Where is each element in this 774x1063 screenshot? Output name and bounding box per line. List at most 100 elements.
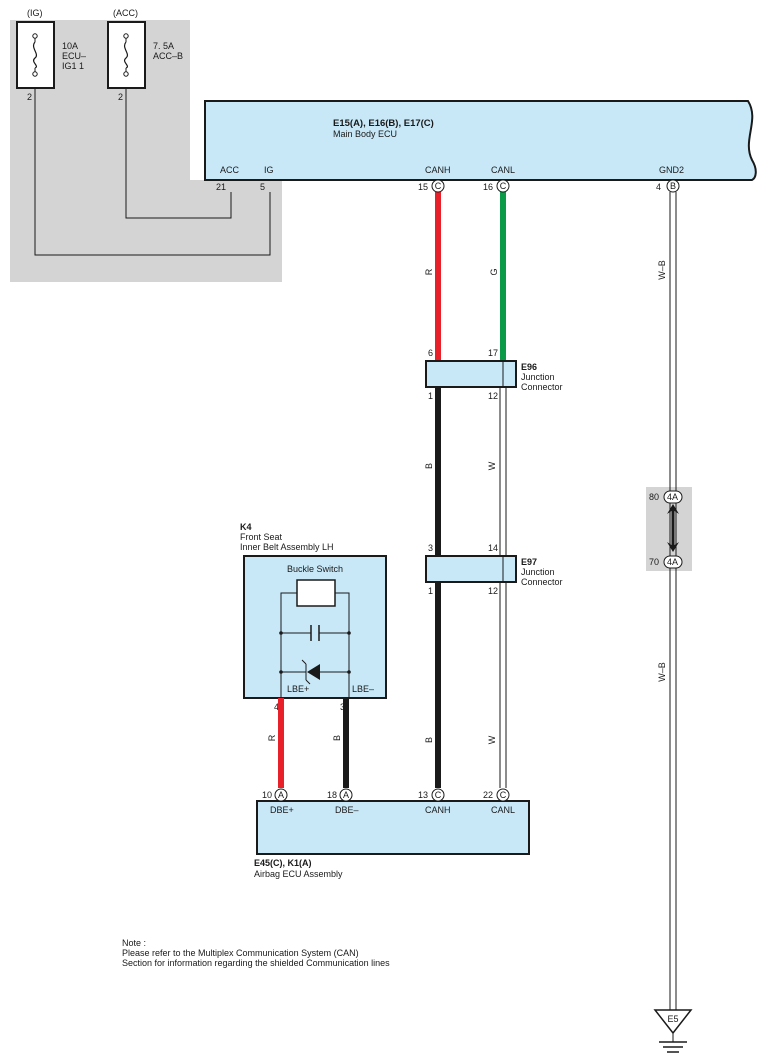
inline-pin-top-conn: 4A — [667, 492, 678, 502]
terminal-main-canh: C — [431, 179, 445, 193]
terminal-airbag-canl: C — [496, 788, 510, 802]
junction-e96: 6 17 1 12 E96 Junction Connector — [425, 348, 563, 401]
airbag-ecu-code: E45(C), K1(A) — [254, 858, 312, 868]
main-ecu-name: Main Body ECU — [333, 129, 397, 139]
inline-pin-bot-num: 70 — [649, 557, 659, 567]
power-source-panel — [10, 20, 282, 282]
ground-e5: E5 — [653, 1009, 693, 1053]
wire-canl-white-low — [499, 582, 507, 788]
terminal-airbag-canh: C — [431, 788, 445, 802]
e96-pin-bot-right: 12 — [488, 391, 498, 401]
e96-line2: Connector — [521, 382, 563, 392]
note-line-1: Note : — [122, 938, 146, 948]
terminal-airbag-dbe-plus-letter: A — [278, 790, 284, 800]
inline-connector-pin-70: 70 4A — [649, 555, 683, 569]
main-ecu-pin-canh-num: 15 — [418, 182, 428, 192]
fuse-ig: (IG) 10A ECU– IG1 1 2 — [16, 8, 86, 102]
fuse-acc-symbol-icon — [123, 41, 129, 69]
wire-canl-white-mid — [499, 387, 507, 556]
fuse-ig-label-2: ECU– — [62, 51, 86, 61]
ground-triangle-icon — [653, 1009, 693, 1035]
note-line-2: Please refer to the Multiplex Communicat… — [122, 948, 359, 958]
buckle-switch-icon — [296, 579, 336, 607]
airbag-ecu-box — [256, 800, 530, 855]
ground-label: E5 — [667, 1014, 678, 1024]
fuse-acc-label-2: ACC–B — [153, 51, 183, 61]
wire-wb-label-upper: W–B — [657, 260, 667, 280]
e97-pin-top-right: 14 — [488, 543, 498, 553]
wire-black-mid-label: B — [424, 463, 434, 469]
airbag-pin-dbe-minus-num: 18 — [327, 790, 337, 800]
k4-pin-plus: 4 — [274, 702, 279, 712]
main-ecu-pin-ig-num: 5 — [260, 182, 265, 192]
wire-white-mid-label: W — [487, 461, 497, 470]
k4-lbe-plus: LBE+ — [287, 684, 309, 694]
inline-pin-bot-conn: 4A — [667, 557, 678, 567]
note-line-3: Section for information regarding the sh… — [122, 958, 390, 968]
inline-pin-top-num: 80 — [649, 492, 659, 502]
k4-code: K4 — [240, 522, 252, 532]
k4-front-seat-belt: K4 Front Seat Inner Belt Assembly LH Buc… — [240, 522, 387, 712]
e97-code: E97 — [521, 557, 537, 567]
fuse-ig-symbol-icon — [32, 41, 38, 69]
airbag-pin-canl-num: 22 — [483, 790, 493, 800]
zener-diode-icon — [307, 664, 320, 680]
wire-canl-green-label: G — [489, 268, 499, 275]
main-ecu-pin-canl-label: CANL — [491, 165, 515, 175]
inline-connector-arrow-down-icon — [667, 504, 679, 514]
terminal-main-canh-letter: C — [435, 181, 442, 191]
e97-line1: Junction — [521, 567, 555, 577]
inline-connector-arrow-up-icon — [667, 542, 679, 552]
k4-switch-label: Buckle Switch — [287, 564, 343, 574]
terminal-main-gnd2-letter: B — [670, 181, 676, 191]
junction-e97: 3 14 1 12 E97 Junction Connector — [425, 543, 563, 596]
wire-acc-feed — [125, 88, 232, 219]
e97-line2: Connector — [521, 577, 563, 587]
main-ecu-pin-canh-label: CANH — [425, 165, 451, 175]
e96-pin-bot-left: 1 — [428, 391, 433, 401]
terminal-airbag-dbe-plus: A — [274, 788, 288, 802]
fuse-ig-label-3: IG1 1 — [62, 61, 84, 71]
main-ecu-pin-acc-num: 21 — [216, 182, 226, 192]
e96-pin-top-right: 17 — [488, 348, 498, 358]
main-ecu-pin-ig-label: IG — [264, 165, 274, 175]
fuse-acc: (ACC) 7. 5A ACC–B 2 — [107, 8, 183, 102]
wire-canh-red-label: R — [424, 268, 434, 275]
main-body-ecu-box — [204, 100, 757, 181]
k4-line1: Front Seat — [240, 532, 283, 542]
wire-black-low-label: B — [424, 737, 434, 743]
terminal-main-gnd2: B — [666, 179, 680, 193]
wire-wb-label-lower: W–B — [657, 662, 667, 682]
wire-dbe-minus-label: B — [332, 735, 342, 741]
wire-ig-feed — [34, 88, 271, 256]
fuse-acc-header: (ACC) — [113, 8, 138, 18]
terminal-airbag-canl-letter: C — [500, 790, 507, 800]
terminal-main-canl: C — [496, 179, 510, 193]
terminal-airbag-canh-letter: C — [435, 790, 442, 800]
terminal-airbag-dbe-minus-letter: A — [343, 790, 349, 800]
main-ecu-code: E15(A), E16(B), E17(C) — [333, 118, 434, 129]
airbag-pin-dbe-plus-num: 10 — [262, 790, 272, 800]
e96-pin-top-left: 6 — [428, 348, 433, 358]
main-ecu-pin-gnd2-num: 4 — [656, 182, 661, 192]
airbag-pin-canh-label: CANH — [425, 805, 451, 815]
fuse-acc-pin: 2 — [118, 92, 123, 102]
e97-pin-bot-right: 12 — [488, 586, 498, 596]
k4-line2: Inner Belt Assembly LH — [240, 542, 334, 552]
e96-code: E96 — [521, 362, 537, 372]
fuse-ig-header: (IG) — [27, 8, 43, 18]
airbag-ecu-name: Airbag ECU Assembly — [254, 869, 343, 879]
e97-pin-bot-left: 1 — [428, 586, 433, 596]
airbag-pin-dbe-plus-label: DBE+ — [270, 805, 294, 815]
fuse-ig-pin: 2 — [27, 92, 32, 102]
k4-pin-minus: 3 — [340, 702, 345, 712]
airbag-pin-canh-num: 13 — [418, 790, 428, 800]
terminal-main-canl-letter: C — [500, 181, 507, 191]
wire-ground-wb — [669, 192, 677, 1010]
k4-lbe-minus: LBE– — [352, 684, 374, 694]
inline-connector-pin-80: 80 4A — [649, 490, 683, 504]
main-ecu-pin-acc-label: ACC — [220, 165, 240, 175]
terminal-airbag-dbe-minus: A — [339, 788, 353, 802]
wire-white-low-label: W — [487, 735, 497, 744]
